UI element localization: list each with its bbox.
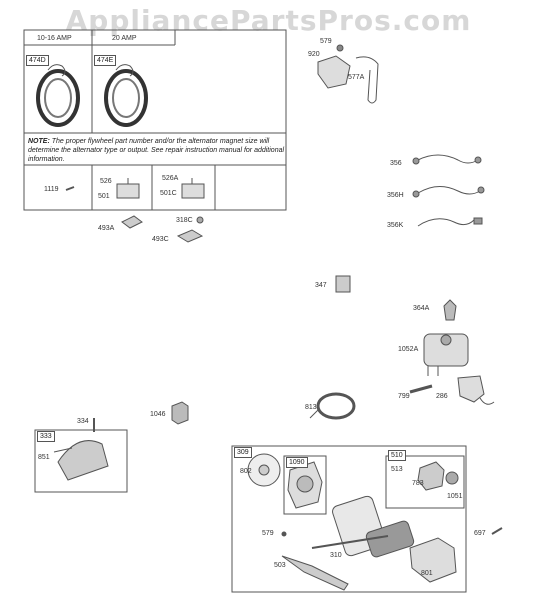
part-501-label[interactable]: 501 <box>98 193 110 200</box>
part-1090-label[interactable]: 1090 <box>286 457 308 468</box>
part-347-label[interactable]: 347 <box>315 282 327 289</box>
part-799-label[interactable]: 799 <box>398 393 410 400</box>
part-356-label[interactable]: 356 <box>390 160 402 167</box>
wire-harness-356k-icon <box>417 218 475 227</box>
part-474d-label[interactable]: 474D <box>26 55 49 66</box>
part-310-label[interactable]: 310 <box>330 552 342 559</box>
clamp-813-icon <box>316 392 356 420</box>
starter-solenoid-1052a-icon <box>423 333 469 367</box>
stator-474d-icon <box>36 69 80 127</box>
part-503-label[interactable]: 503 <box>274 562 286 569</box>
fuse-347-icon <box>335 275 351 293</box>
part-851-label[interactable]: 851 <box>38 454 50 461</box>
part-1051-label[interactable]: 1051 <box>447 493 463 500</box>
bracket-286-icon <box>457 375 485 403</box>
part-783-label[interactable]: 783 <box>412 480 424 487</box>
part-1119-label[interactable]: 1119 <box>44 186 59 193</box>
part-356h-label[interactable]: 356H <box>387 192 404 199</box>
part-920-label[interactable]: 920 <box>308 51 320 58</box>
col2-header: 20 AMP <box>112 35 137 42</box>
part-474e-label[interactable]: 474E <box>94 55 117 66</box>
part-801-label[interactable]: 801 <box>421 570 433 577</box>
ignition-333-icon <box>57 440 109 481</box>
part-334-label[interactable]: 334 <box>77 418 89 425</box>
alternator-table-frame <box>23 29 287 211</box>
part-1046-label[interactable]: 1046 <box>150 411 166 418</box>
part-364a-label[interactable]: 364A <box>413 305 430 312</box>
note-text: The proper flywheel part number and/or t… <box>28 138 285 163</box>
part-493a-label[interactable]: 493A <box>98 225 115 232</box>
part-510-label[interactable]: 510 <box>388 450 406 461</box>
part-802-label[interactable]: 802 <box>240 468 252 475</box>
part-1046-icon <box>171 401 189 425</box>
wire-harness-356h-icon <box>417 186 481 195</box>
part-1052a-label[interactable]: 1052A <box>398 346 419 353</box>
part-697-label[interactable]: 697 <box>474 530 486 537</box>
part-493c-label[interactable]: 493C <box>152 236 169 243</box>
part-309-label[interactable]: 309 <box>234 447 252 458</box>
part-356k-label[interactable]: 356K <box>387 222 404 229</box>
bracket-503-icon <box>281 555 349 591</box>
part-526-label[interactable]: 526 <box>100 178 112 185</box>
solenoid-920-icon <box>317 55 351 89</box>
watermark: AppliancePartsPros.com <box>65 4 472 37</box>
col1-header: 10-16 AMP <box>37 35 72 42</box>
wire-harness-356-icon <box>417 154 479 164</box>
part-579-bottom-label[interactable]: 579 <box>262 530 274 537</box>
stator-474e-icon <box>104 69 148 127</box>
part-813-label[interactable]: 813 <box>305 404 317 411</box>
armature-icon <box>365 520 415 558</box>
part-501c-label[interactable]: 501C <box>160 190 177 197</box>
part-286-label[interactable]: 286 <box>436 393 448 400</box>
note: NOTE: The proper flywheel part number an… <box>28 137 286 164</box>
part-577a-label[interactable]: 577A <box>348 74 365 81</box>
end-cap-801-icon <box>409 537 457 583</box>
part-513-label[interactable]: 513 <box>391 466 403 473</box>
part-526a-label[interactable]: 526A <box>162 175 179 182</box>
note-label: NOTE: <box>28 138 50 145</box>
part-318c-label[interactable]: 318C <box>176 217 193 224</box>
part-579-top-label[interactable]: 579 <box>320 38 332 45</box>
part-333-label[interactable]: 333 <box>37 431 55 442</box>
